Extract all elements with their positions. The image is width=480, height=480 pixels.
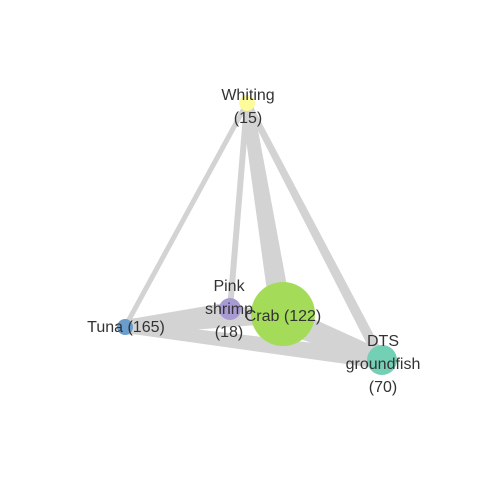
node-whiting[interactable] (239, 95, 255, 111)
label-shrimp-line3: (18) (215, 324, 243, 341)
edge-whiting-shrimp (227, 102, 250, 310)
label-groundfish-line1: DTS (367, 333, 399, 350)
edge-whiting-groundfish (244, 103, 387, 360)
edge-whiting-tuna (122, 101, 250, 329)
node-crab[interactable] (251, 282, 315, 346)
edge-tuna-groundfish (125, 321, 382, 369)
label-groundfish-line3: (70) (369, 379, 397, 396)
label-whiting-count: (15) (234, 110, 262, 127)
label-tuna: Tuna (165) (87, 319, 165, 336)
node-dts-groundfish[interactable] (367, 345, 397, 375)
edge-whiting-crab (241, 103, 292, 313)
label-shrimp-line2: shrimp (205, 301, 253, 318)
label-shrimp-line1: Pink (213, 278, 245, 295)
labels: Whiting (15) Tuna (165) Pink shrimp (18)… (87, 87, 420, 396)
nodes (117, 95, 397, 375)
label-whiting-name: Whiting (221, 87, 274, 104)
label-groundfish-line2: groundfish (346, 356, 421, 373)
node-tuna[interactable] (117, 319, 133, 335)
label-crab: Crab (122) (245, 308, 321, 325)
node-pink-shrimp[interactable] (219, 298, 241, 320)
